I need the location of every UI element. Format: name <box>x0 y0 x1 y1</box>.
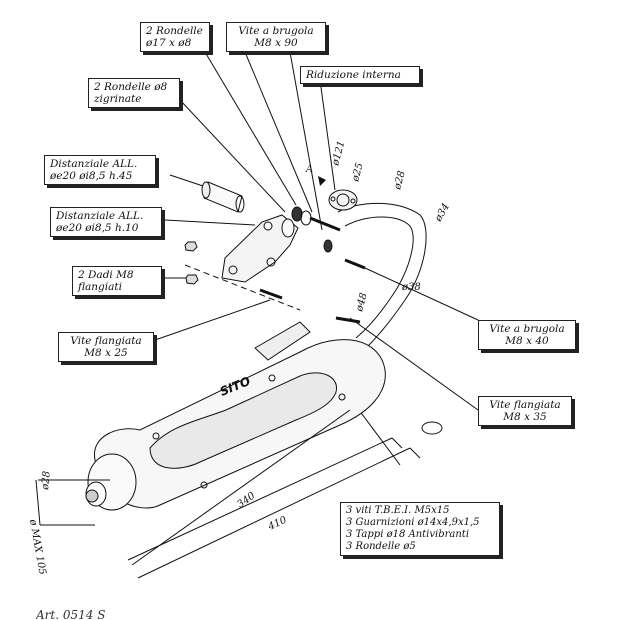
dim-410: 410 <box>266 514 289 533</box>
header-pipe <box>328 189 427 347</box>
label-line: Vite flangiata <box>70 335 142 347</box>
dim-max-105: ø MAX 105 <box>27 518 48 576</box>
label-line: M8 x 35 <box>503 411 547 423</box>
dim-28-top: ø28 <box>392 170 408 192</box>
label-line: M8 x 40 <box>505 335 549 347</box>
spacer-h45 <box>201 181 245 213</box>
label-line: øe20 øi8,5 h.45 <box>50 170 133 182</box>
bolts <box>184 216 366 324</box>
label-line: M8 x 25 <box>84 347 128 359</box>
dimension-lines <box>35 409 421 579</box>
label-vite-brugola-90: Vite a brugola M8 x 90 <box>226 22 326 52</box>
label-line: 3 Rondelle ø5 <box>346 541 416 552</box>
dim-34: ø34 <box>433 202 452 225</box>
label-line: Riduzione interna <box>306 69 401 81</box>
label-line: 2 Dadi M8 <box>78 269 134 281</box>
label-line: Vite a brugola <box>238 25 314 37</box>
label-line: zigrinate <box>94 93 142 105</box>
label-line: M8 x 90 <box>254 37 298 49</box>
dim-25: ø25 <box>350 162 366 184</box>
label-line: flangiati <box>78 281 122 293</box>
view-arrow <box>318 176 326 186</box>
muffler <box>85 321 443 511</box>
dim-340: 340 <box>235 490 257 510</box>
label-vite-flangiata-35: Vite flangiata M8 x 35 <box>478 396 572 426</box>
dim-48: ø48 <box>354 292 370 314</box>
label-line: 3 Tappi ø18 Antivibranti <box>346 529 470 540</box>
dim-38: ø38 <box>401 282 421 293</box>
label-vite-flangiata-25: Vite flangiata M8 x 25 <box>58 332 154 362</box>
label-line: 2 Rondelle ø8 <box>94 81 168 93</box>
label-distanziale-10: Distanziale ALL. øe20 øi8,5 h.10 <box>50 207 162 237</box>
dim-121: ø121 <box>330 140 347 168</box>
label-kit: 3 viti T.B.E.I. M5x15 3 Guarnizioni ø14x… <box>340 502 500 556</box>
hanger-bracket <box>221 214 299 283</box>
label-line: 3 Guarnizioni ø14x4,9x1,5 <box>346 517 480 528</box>
label-vite-brugola-40: Vite a brugola M8 x 40 <box>478 320 576 350</box>
label-line: Vite a brugola <box>489 323 565 335</box>
dim-28-left: ø28 <box>40 471 53 492</box>
footer-text: Art. 0514 S <box>36 608 106 620</box>
label-line: 2 Rondelle <box>146 25 203 37</box>
label-line: Distanziale ALL. <box>56 210 144 222</box>
label-line: Vite flangiata <box>489 399 561 411</box>
label-rondelle-17: 2 Rondelle ø17 x ø8 <box>140 22 210 52</box>
label-dadi: 2 Dadi M8 flangiati <box>72 266 162 296</box>
leader-lines <box>154 51 479 466</box>
label-line: Distanziale ALL. <box>50 158 138 170</box>
view-a-label: A <box>305 164 313 175</box>
label-distanziale-45: Distanziale ALL. øe20 øi8,5 h.45 <box>44 155 156 185</box>
label-riduzione-interna: Riduzione interna <box>300 66 420 84</box>
label-rondelle-8: 2 Rondelle ø8 zigrinate <box>88 78 180 108</box>
label-line: 3 viti T.B.E.I. M5x15 <box>346 505 450 516</box>
label-line: øe20 øi8,5 h.10 <box>56 222 139 234</box>
label-line: ø17 x ø8 <box>146 37 192 49</box>
